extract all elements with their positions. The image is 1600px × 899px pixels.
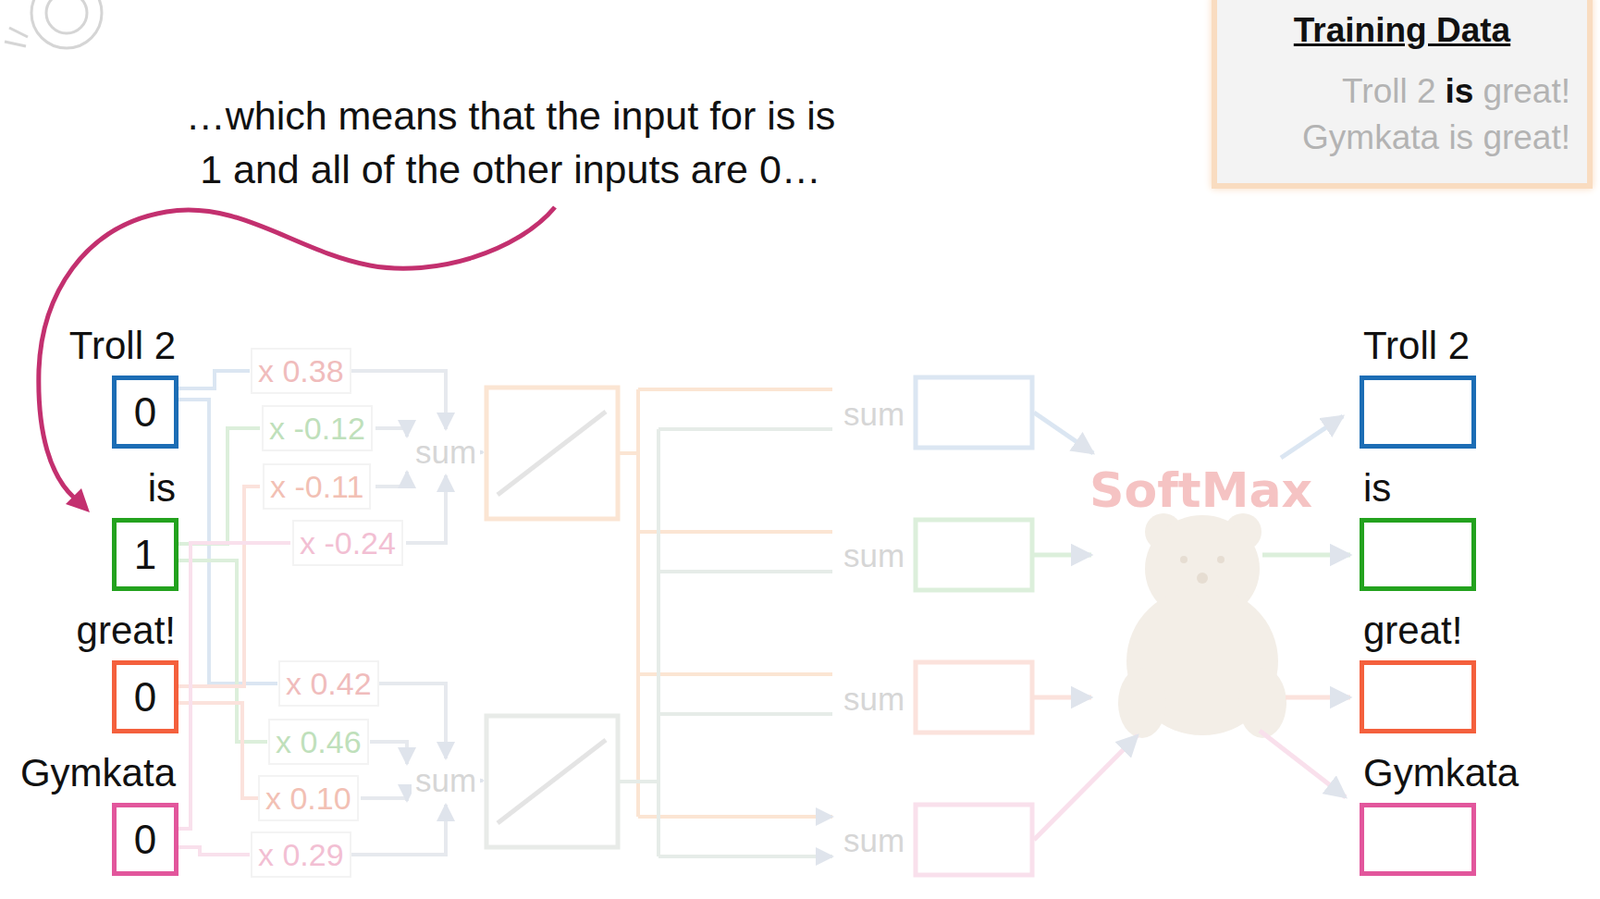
softmax-wires [1033, 412, 1351, 840]
text-line: Troll 2isgreat! [1341, 72, 1571, 111]
node-label: Troll 2 [1363, 323, 1470, 369]
callout-arrow [38, 207, 555, 513]
weight-label: x -0.24 [292, 519, 404, 567]
output-box [1359, 517, 1477, 591]
node-label: is [1363, 466, 1391, 511]
output-node: great! [1359, 608, 1591, 734]
weight-label: x 0.46 [268, 718, 370, 765]
sentence-word: great! [1482, 72, 1571, 111]
input-node: is 1 [0, 466, 185, 591]
sum-label: sum [839, 680, 909, 718]
weight-label: x 0.38 [250, 347, 352, 394]
activation-function [486, 387, 618, 848]
input-value: 1 [134, 531, 157, 579]
weight-label: x -0.12 [261, 405, 373, 452]
logo [4, 0, 102, 49]
node-label: Gymkata [20, 750, 176, 796]
weight-label: x 0.29 [250, 831, 352, 878]
input-box: 1 [111, 517, 179, 591]
input-box: 0 [111, 802, 179, 876]
callout-text: …which means that the input for is is 1 … [112, 88, 909, 197]
input-value: 0 [134, 674, 157, 721]
input-value: 0 [134, 816, 157, 863]
input-box: 0 [111, 375, 179, 449]
sum-label: sum [411, 762, 480, 800]
sentence-word: is [1445, 72, 1475, 111]
output-node: Troll 2 [1359, 323, 1591, 449]
input-value: 0 [134, 389, 157, 436]
weight-label: x 0.10 [258, 775, 359, 822]
sentence-word: Troll 2 [1341, 72, 1436, 111]
output-node: is [1359, 466, 1591, 591]
sum-label: sum [839, 395, 909, 433]
weight-label: x -0.11 [262, 463, 371, 510]
weight-label: x 0.42 [278, 660, 380, 707]
node-label: Gymkata [1363, 750, 1519, 796]
output-box [1359, 660, 1477, 734]
output-box [1359, 802, 1477, 876]
input-box: 0 [111, 660, 179, 734]
node-label: great! [1363, 608, 1463, 653]
sum-label: sum [839, 537, 909, 575]
output-node: Gymkata [1359, 750, 1591, 876]
input-node: Troll 2 0 [0, 323, 185, 449]
output-box [1359, 375, 1477, 449]
training-data-box: Training DataTroll 2isgreat! Gymkata is g… [1211, 0, 1593, 189]
sum-label: sum [839, 822, 909, 860]
hidden-wires [617, 389, 833, 857]
input-node: Gymkata 0 [0, 750, 185, 876]
sum-box [915, 377, 1033, 875]
node-label: great! [76, 608, 176, 653]
softmax-label: SoftMax [1089, 462, 1313, 518]
sum-label: sum [411, 433, 480, 471]
teddy-bear [1118, 513, 1287, 739]
text-line: Gymkata is great! [1302, 118, 1571, 158]
input-node: great! 0 [0, 608, 185, 734]
node-label: is [147, 466, 176, 511]
box-heading: Training Data [1217, 11, 1588, 50]
node-label: Troll 2 [69, 323, 176, 369]
